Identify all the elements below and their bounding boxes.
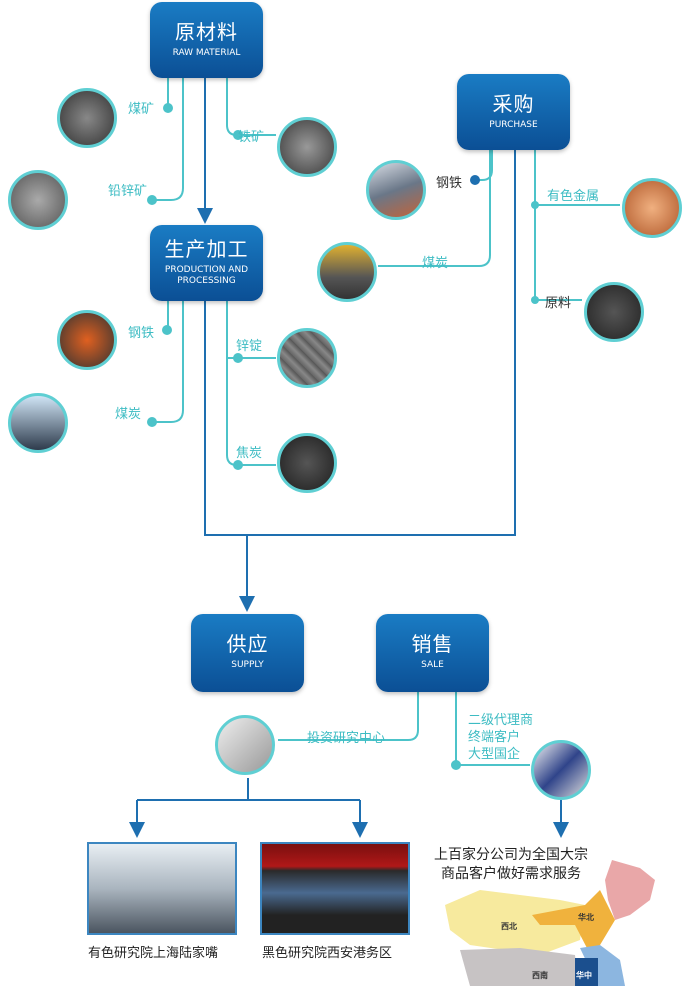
caption-shanghai: 有色研究院上海陆家嘴 (88, 946, 219, 961)
map-heading: 上百家分公司为全国大宗商品客户做好需求服务 (434, 847, 588, 882)
map-northwest (445, 890, 585, 955)
steel-image (366, 160, 426, 220)
map-southwest (460, 948, 578, 986)
prod-steel-image (57, 310, 117, 370)
label-iron-ore: 铁矿 (238, 130, 265, 145)
raw-material-image (584, 282, 644, 342)
label-prod-coal: 煤炭 (115, 407, 142, 422)
label-lead-zinc-ore: 铅锌矿 (108, 184, 148, 199)
customer-list: 二级代理商 终端客户 大型国企 (468, 713, 534, 762)
label-coke: 焦炭 (236, 446, 263, 461)
nonferrous-metal-image (622, 178, 682, 238)
label-coal-mine: 煤矿 (128, 102, 155, 117)
map-northeast (605, 860, 655, 920)
caption-xian: 黑色研究院西安港务区 (262, 946, 393, 961)
investment-center-image (215, 715, 275, 775)
region-southwest: 西南 (532, 971, 548, 980)
label-prod-steel: 钢铁 (128, 326, 155, 341)
coal-mine-image (57, 88, 117, 148)
label-raw: 原料 (545, 296, 572, 311)
label-nonferrous: 有色金属 (547, 189, 600, 204)
label-purchase-coal: 煤炭 (422, 256, 449, 271)
map-east (580, 945, 625, 986)
region-northwest: 西北 (501, 922, 517, 931)
label-investment-center: 投资研究中心 (307, 731, 386, 746)
customers-image (531, 740, 591, 800)
prod-coal-image (8, 393, 68, 453)
zinc-ingot-image (277, 328, 337, 388)
shanghai-office-photo (87, 842, 237, 935)
coal-purchase-image (317, 242, 377, 302)
map-central (575, 958, 598, 986)
iron-ore-image (277, 117, 337, 177)
lead-zinc-ore-image (8, 170, 68, 230)
coke-image (277, 433, 337, 493)
map-north (532, 890, 615, 950)
label-purchase-steel: 钢铁 (436, 176, 463, 191)
region-central: 华中 (576, 971, 592, 980)
label-zinc-ingot: 锌锭 (236, 339, 263, 354)
xian-office-photo (260, 842, 410, 935)
region-north: 华北 (578, 913, 594, 922)
